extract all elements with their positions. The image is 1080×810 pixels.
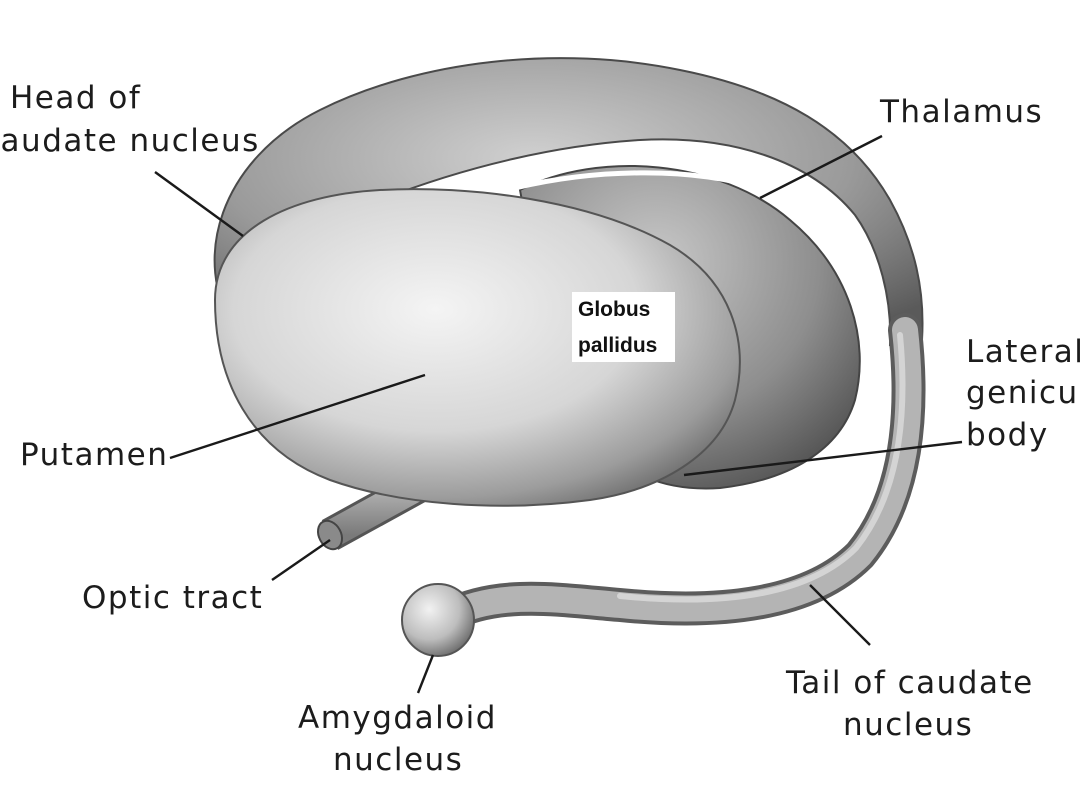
label-optic-tract: Optic tract [82, 580, 263, 616]
label-head-caudate-line1: Head of [10, 80, 141, 116]
thalamus-leader [759, 134, 883, 200]
amygdaloid-leader [416, 654, 435, 694]
optic-tract-leader [271, 539, 331, 581]
label-globus-line2: pallidus [578, 334, 657, 357]
label-tail-caudate-line2: nucleus [843, 707, 973, 743]
putamen-shape [213, 188, 741, 507]
label-lateral-line3: body [966, 417, 1049, 453]
tail-caudate-leader [809, 584, 871, 646]
globus-pallidus-label-box [572, 292, 675, 362]
label-amygdaloid-line2: nucleus [333, 742, 463, 778]
putamen-leader [169, 373, 426, 460]
label-thalamus: Thalamus [879, 94, 1043, 130]
amygdaloid-nucleus-shape [401, 583, 475, 657]
label-putamen: Putamen [20, 437, 168, 473]
label-lateral-line1: Lateral [966, 334, 1080, 370]
label-tail-caudate-line1: Tail of caudate [785, 665, 1034, 701]
label-lateral-line2: geniculate [966, 375, 1080, 411]
label-globus-line1: Globus [578, 298, 650, 321]
head-caudate-leader [154, 171, 244, 237]
lateral-geniculate-leader [683, 440, 963, 477]
tail-of-caudate-shape [433, 313, 926, 632]
label-head-caudate-line2: caudate nucleus [0, 123, 260, 159]
label-amygdaloid-line1: Amygdaloid [298, 700, 497, 736]
